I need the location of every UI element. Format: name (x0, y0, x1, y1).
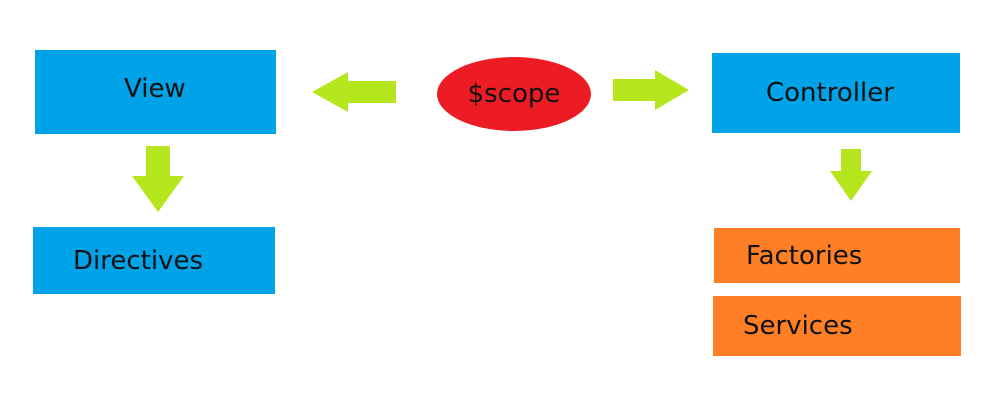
scope-node: $scope (437, 57, 591, 131)
arrow-controller-to-factories (830, 149, 872, 201)
view-node: View (35, 50, 276, 134)
directives-label: Directives (73, 245, 203, 276)
arrow-scope-to-controller (613, 70, 689, 110)
scope-label: $scope (467, 79, 561, 109)
controller-label: Controller (766, 78, 894, 108)
services-label: Services (743, 311, 853, 341)
services-node: Services (713, 296, 961, 356)
factories-label: Factories (746, 240, 863, 271)
arrow-view-to-directives (132, 146, 184, 212)
factories-node: Factories (714, 228, 960, 283)
controller-node: Controller (712, 53, 960, 133)
view-label: View (124, 74, 186, 104)
directives-node: Directives (33, 227, 275, 294)
arrow-scope-to-view (312, 72, 396, 112)
